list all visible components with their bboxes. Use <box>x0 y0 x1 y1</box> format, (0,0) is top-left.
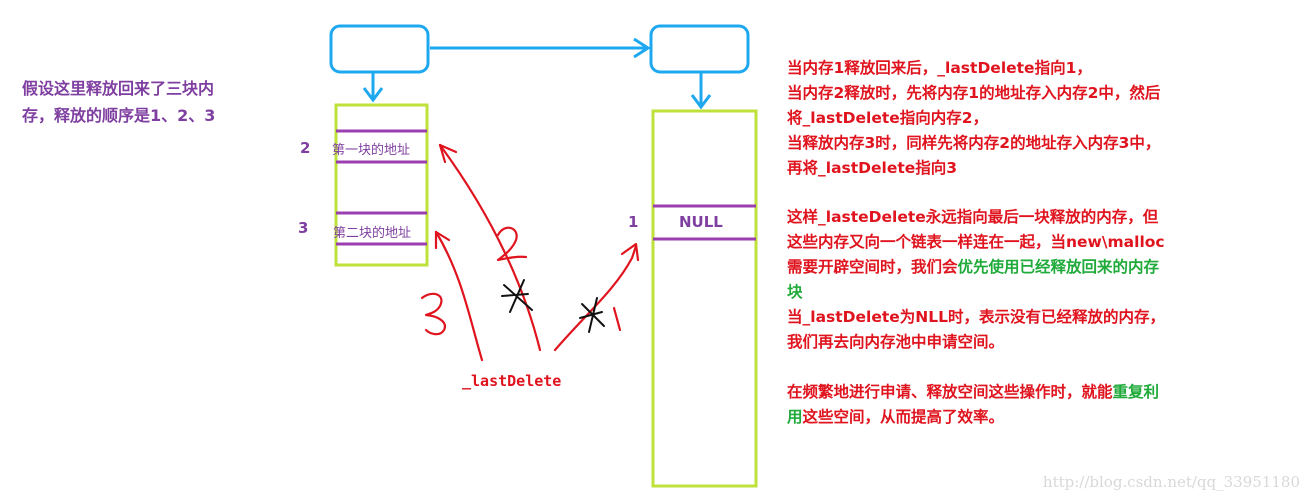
note-highlight: 用 <box>787 408 803 426</box>
left-note-line-2: 存，释放的顺序是1、2、3 <box>22 106 216 125</box>
note-text: 需要开辟空间时，我们会 <box>787 258 958 276</box>
handwritten-3 <box>420 292 446 336</box>
notes-paragraph-2: 这样_lasteDelete永远指向最后一块释放的内存，但 这些内存又向一个链表… <box>787 205 1165 305</box>
right-header-box <box>649 24 750 74</box>
note-highlight: 优先使用已经释放回来的内存 <box>957 258 1160 276</box>
note-line: 这些内存又向一个链表一样连在一起，当new\malloc <box>787 233 1165 251</box>
last-delete-pointer-label: _lastDelete <box>462 372 562 390</box>
note-line: 当_lastDelete为NLL时，表示没有已经释放的内存， <box>787 308 1166 326</box>
red-arrow-2 <box>438 143 542 352</box>
cross-mark-1 <box>579 297 605 333</box>
red-arrow-1 <box>553 244 638 352</box>
right-memory-block <box>651 109 758 488</box>
slot-1-label: 第一块的地址 <box>332 143 411 158</box>
null-slot-label: NULL <box>679 213 723 231</box>
left-memory-block <box>334 103 429 267</box>
note-text: 在频繁地进行申请、释放空间这些操作时，就能 <box>787 383 1113 401</box>
left-block-index-2: 2 <box>300 139 311 157</box>
note-line: 将_lastDelete指向内存2， <box>787 109 989 127</box>
note-text: 这些空间，从而提高了效率。 <box>802 408 1005 426</box>
left-note-line-1: 假设这里释放回来了三块内 <box>22 79 215 98</box>
notes-paragraph-1: 当内存1释放回来后，_lastDelete指向1， 当内存2释放时，先将内存1的… <box>787 56 1160 181</box>
note-line: 当释放内存3时，同样先将内存2的地址存入内存3中， <box>787 134 1161 152</box>
note-line: 再将_lastDelete指向3 <box>787 159 958 177</box>
cross-mark-2 <box>501 279 533 313</box>
right-block-index-1: 1 <box>628 213 639 231</box>
watermark: http://blog.csdn.net/qq_33951180 <box>1043 473 1300 491</box>
note-line: 需要开辟空间时，我们会优先使用已经释放回来的内存 <box>787 255 1165 280</box>
handwritten-1 <box>612 306 622 332</box>
note-line: 在频繁地进行申请、释放空间这些操作时，就能重复利 <box>787 380 1159 405</box>
note-line: 当内存1释放回来后，_lastDelete指向1， <box>787 59 1092 77</box>
notes-paragraph-3: 当_lastDelete为NLL时，表示没有已经释放的内存， 我们再去向内存池中… <box>787 305 1165 355</box>
note-line: 这样_lasteDelete永远指向最后一块释放的内存，但 <box>787 208 1159 226</box>
note-line: 当内存2释放时，先将内存1的地址存入内存2中，然后 <box>787 84 1161 102</box>
note-highlight: 重复利 <box>1112 383 1160 401</box>
slot-2-label: 第二块的地址 <box>333 226 412 241</box>
handwritten-2 <box>496 226 528 262</box>
notes-paragraph-4: 在频繁地进行申请、释放空间这些操作时，就能重复利 用这些空间，从而提高了效率。 <box>787 380 1159 430</box>
left-header-box <box>329 24 430 74</box>
red-arrow-3 <box>434 230 484 362</box>
note-line: 我们再去向内存池中申请空间。 <box>787 333 1005 351</box>
left-block-index-3: 3 <box>298 219 309 237</box>
note-line: 用这些空间，从而提高了效率。 <box>787 405 1159 430</box>
note-line: 块 <box>787 283 803 301</box>
